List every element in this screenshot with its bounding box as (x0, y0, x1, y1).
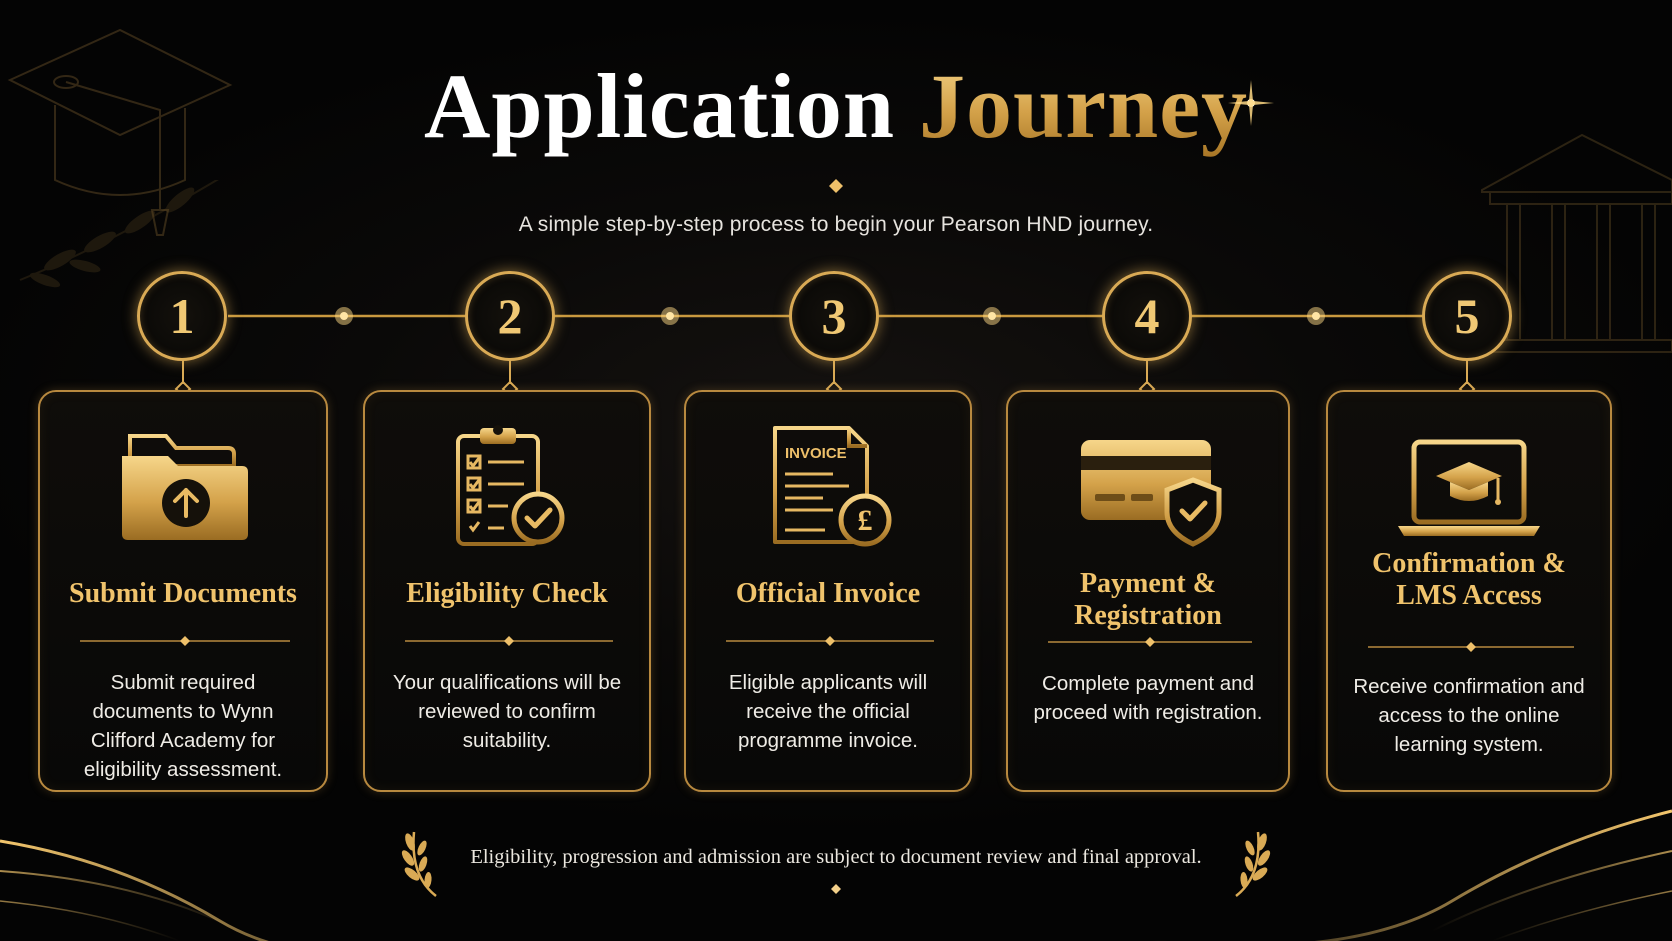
step-number-4: 4 (1102, 271, 1192, 361)
laurel-left-icon (401, 831, 437, 897)
folder-upload-icon (122, 434, 248, 540)
title-word-application: Application (423, 55, 896, 157)
step-title-line1: Payment & (1079, 568, 1217, 599)
step-description: Your qualifications will be reviewed to … (392, 671, 622, 752)
step-title-line1: Confirmation & (1372, 548, 1566, 579)
step-title: Submit Documents (69, 578, 297, 609)
laurel-right-icon (1235, 831, 1271, 897)
invoice-pound-icon: INVOICE £ (773, 426, 892, 547)
step-number-1: 1 (137, 271, 227, 361)
step-number-3: 3 (789, 271, 879, 361)
svg-text:£: £ (858, 504, 873, 537)
checklist-clipboard-icon (456, 425, 565, 546)
step-description: Submit required documents to Wynn Cliffo… (83, 671, 283, 781)
step-title: Payment & Registration (1018, 568, 1278, 632)
invoice-icon-label: INVOICE (785, 445, 847, 462)
title-word-journey: Journey (919, 55, 1249, 157)
card-divider (405, 636, 613, 646)
step-title: Eligibility Check (406, 578, 608, 609)
laptop-graduation-cap-icon (1398, 439, 1540, 536)
title-divider (520, 179, 1152, 193)
step-title-line2: LMS Access (1396, 580, 1542, 612)
step-card-3: INVOICE £ Official Invoice Eligible appl… (684, 390, 972, 792)
laurel-decoration-icon (19, 180, 219, 288)
step-number-2: 2 (465, 271, 555, 361)
step-card-4: Payment & Registration Complete payment … (1006, 390, 1290, 792)
step-title-line2: Registration (1074, 600, 1222, 632)
sparkle-icon (1228, 80, 1274, 126)
step-number-5: 5 (1422, 271, 1512, 361)
card-divider (726, 636, 934, 646)
step-description: Eligible applicants will receive the off… (728, 671, 928, 752)
step-card-5: Confirmation & LMS Access Receive confir… (1326, 390, 1612, 792)
step-description: Complete payment and proceed with regist… (1033, 672, 1263, 724)
step-title: Official Invoice (735, 578, 921, 609)
card-divider (1048, 637, 1252, 647)
footer-divider (600, 884, 1072, 894)
card-divider (1368, 642, 1574, 652)
card-divider (80, 636, 290, 646)
subtitle: A simple step-by-step process to begin y… (518, 213, 1154, 236)
step-title: Confirmation & LMS Access (1338, 548, 1600, 612)
step-description: Receive confirmation and access to the o… (1353, 675, 1585, 756)
page-title: Application Journey (0, 60, 1672, 152)
step-card-1: Submit Documents Submit required documen… (38, 390, 328, 792)
step-card-2: Eligibility Check Your qualifications wi… (363, 390, 651, 792)
credit-card-shield-icon (1081, 440, 1222, 547)
footer-disclaimer: Eligibility, progression and admission a… (470, 846, 1202, 868)
